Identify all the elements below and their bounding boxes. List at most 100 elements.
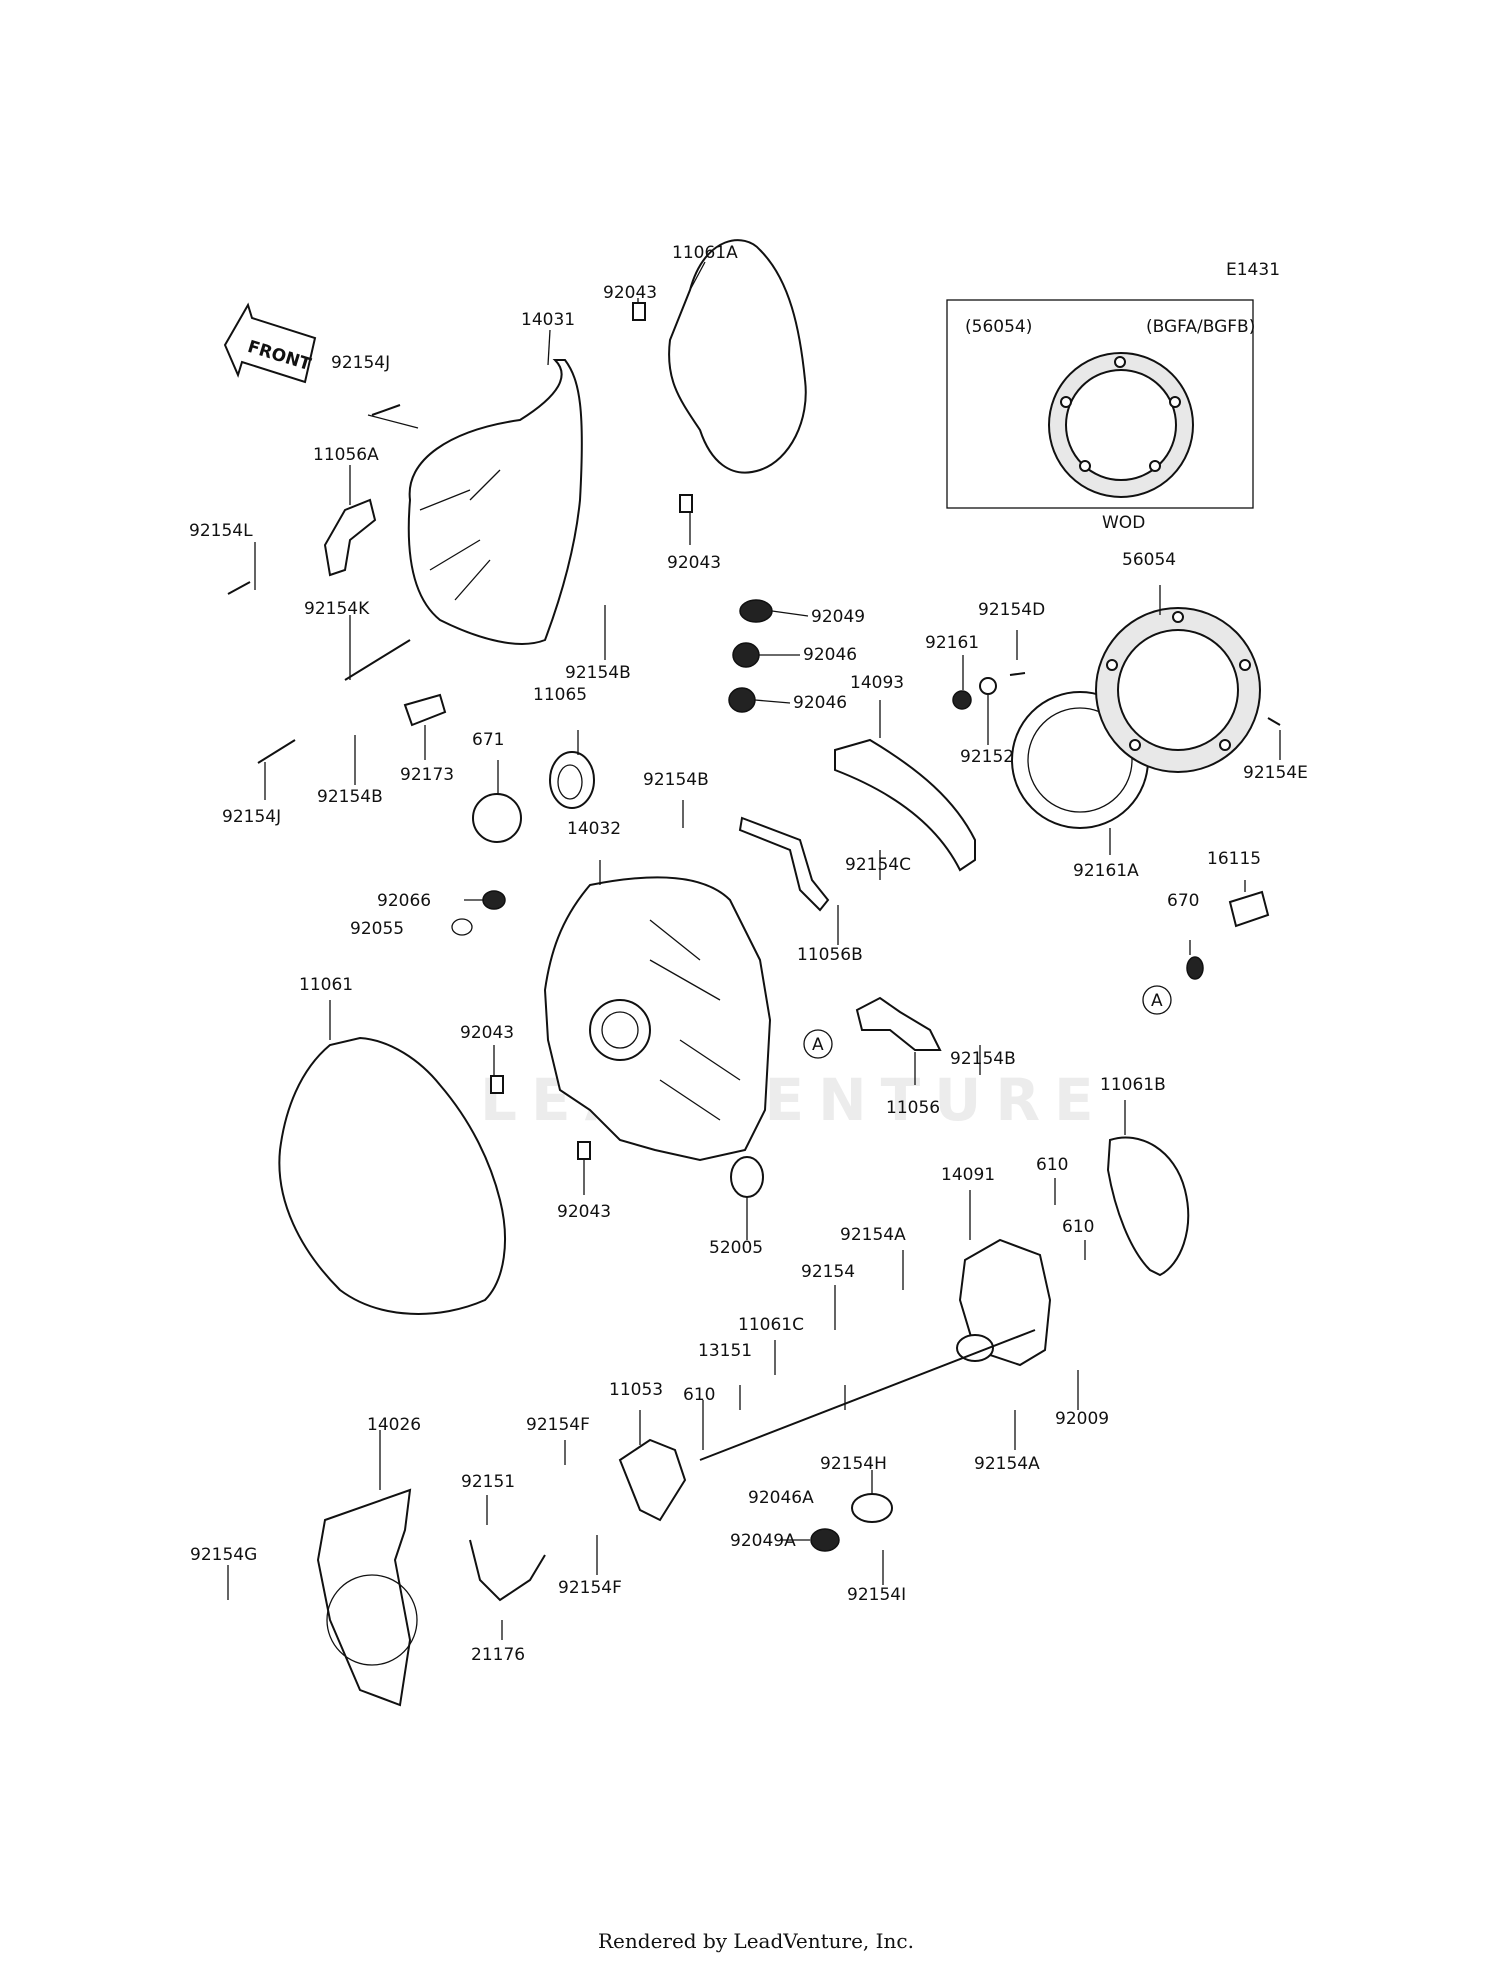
label-92066: 92066	[377, 891, 431, 911]
label-14026: 14026	[367, 1415, 421, 1435]
seal-52005	[730, 1156, 764, 1198]
dowel-92043-d	[577, 1141, 591, 1160]
label-92154g: 92154G	[190, 1545, 257, 1565]
label-11056: 11056	[886, 1098, 940, 1118]
label-92049a: 92049A	[730, 1531, 796, 1551]
label-92161a: 92161A	[1073, 861, 1139, 881]
washer-92055	[451, 918, 473, 936]
label-11065: 11065	[533, 685, 587, 705]
bracket-11056a	[323, 498, 377, 577]
label-92154f-b: 92154F	[558, 1578, 622, 1598]
label-92154j-bottom: 92154J	[222, 807, 281, 827]
bushing-11065	[549, 751, 595, 809]
label-11061: 11061	[299, 975, 353, 995]
label-92154i: 92154I	[847, 1585, 906, 1605]
label-21176: 21176	[471, 1645, 525, 1665]
label-92154a-b: 92154A	[974, 1454, 1040, 1474]
label-92154l: 92154L	[189, 521, 253, 541]
bracket-11053	[618, 1438, 687, 1522]
inset-models: (BGFA/BGFB)	[1146, 317, 1255, 337]
label-11053: 11053	[609, 1380, 663, 1400]
label-670: 670	[1167, 891, 1199, 911]
label-11061c: 11061C	[738, 1315, 804, 1335]
label-92055: 92055	[350, 919, 404, 939]
guide-14093	[834, 738, 976, 872]
label-92154e: 92154E	[1243, 763, 1308, 783]
label-92154b-c: 92154B	[643, 770, 709, 790]
washer-92152	[979, 677, 997, 695]
label-92154h: 92154H	[820, 1454, 887, 1474]
plug-16115	[1228, 890, 1270, 928]
label-92154: 92154	[801, 1262, 855, 1282]
label-92043-a: 92043	[603, 283, 657, 303]
label-92154f-a: 92154F	[526, 1415, 590, 1435]
label-56054: 56054	[1122, 550, 1176, 570]
label-671: 671	[472, 730, 504, 750]
dowel-92043-c	[490, 1075, 504, 1094]
seal-92046-a	[732, 642, 760, 668]
inset-part: (56054)	[965, 317, 1032, 337]
label-92046-b: 92046	[793, 693, 847, 713]
dowel-92043-b	[679, 494, 693, 513]
label-13151: 13151	[698, 1341, 752, 1361]
guard-14026	[316, 1488, 412, 1707]
clamp-11056	[855, 996, 942, 1051]
label-14031: 14031	[521, 310, 575, 330]
gasket-11061	[278, 1036, 506, 1315]
inset-box: (56054) (BGFA/BGFB) WOD	[946, 299, 1255, 533]
bolt-92154l	[227, 581, 251, 595]
label-11056b: 11056B	[797, 945, 863, 965]
callout-a-2	[1142, 985, 1172, 1015]
label-92151: 92151	[461, 1472, 515, 1492]
label-92043-d: 92043	[557, 1202, 611, 1222]
bolt-92154d	[1009, 672, 1026, 676]
bracket-11056b	[738, 816, 830, 912]
label-11061b: 11061B	[1100, 1075, 1166, 1095]
bolt-92154k	[344, 639, 411, 681]
cover-14031	[407, 359, 583, 645]
label-92154b-d: 92154B	[950, 1049, 1016, 1069]
clip-92173	[403, 693, 447, 727]
seal-92046-b	[728, 687, 756, 713]
pipe	[699, 1329, 1036, 1461]
label-610-c: 610	[683, 1385, 715, 1405]
diagram-id: E1431	[1226, 260, 1280, 280]
cover-14032-ribs	[649, 919, 741, 1121]
dowel-92043-a	[632, 302, 646, 321]
label-11056a: 11056A	[313, 445, 379, 465]
oring-671	[472, 793, 522, 843]
callout-a-2-label: A	[1151, 991, 1163, 1011]
label-14032: 14032	[567, 819, 621, 839]
label-16115: 16115	[1207, 849, 1261, 869]
washer-92161	[952, 690, 972, 710]
label-92154c: 92154C	[845, 855, 911, 875]
bolt-92154j-bottom	[257, 739, 296, 764]
label-52005: 52005	[709, 1238, 763, 1258]
label-92154a-a: 92154A	[840, 1225, 906, 1245]
callout-a-1-label: A	[812, 1035, 824, 1055]
label-92154b-b: 92154B	[317, 787, 383, 807]
label-14091: 14091	[941, 1165, 995, 1185]
oring-670	[1186, 956, 1204, 980]
leader-lines	[227, 261, 1281, 1640]
gasket-11061b	[1106, 1136, 1190, 1277]
callout-a-1	[803, 1029, 833, 1059]
label-92009: 92009	[1055, 1409, 1109, 1429]
label-92046a: 92046A	[748, 1488, 814, 1508]
label-92043-b: 92043	[667, 553, 721, 573]
footer-credit: Rendered by LeadVenture, Inc.	[598, 1929, 914, 1953]
label-92161: 92161	[925, 633, 979, 653]
seal-92049a	[810, 1528, 840, 1552]
label-92154j-top: 92154J	[331, 353, 390, 373]
label-11061a: 11061A	[672, 243, 738, 263]
label-92043-c: 92043	[460, 1023, 514, 1043]
bearing-92046a	[851, 1493, 893, 1523]
label-92173: 92173	[400, 765, 454, 785]
label-92152: 92152	[960, 747, 1014, 767]
bolt-92154j-top	[371, 404, 401, 416]
cover-14032-boss	[589, 999, 651, 1061]
label-610-b: 610	[1062, 1217, 1094, 1237]
label-14093: 14093	[850, 673, 904, 693]
label-92154d: 92154D	[978, 600, 1045, 620]
